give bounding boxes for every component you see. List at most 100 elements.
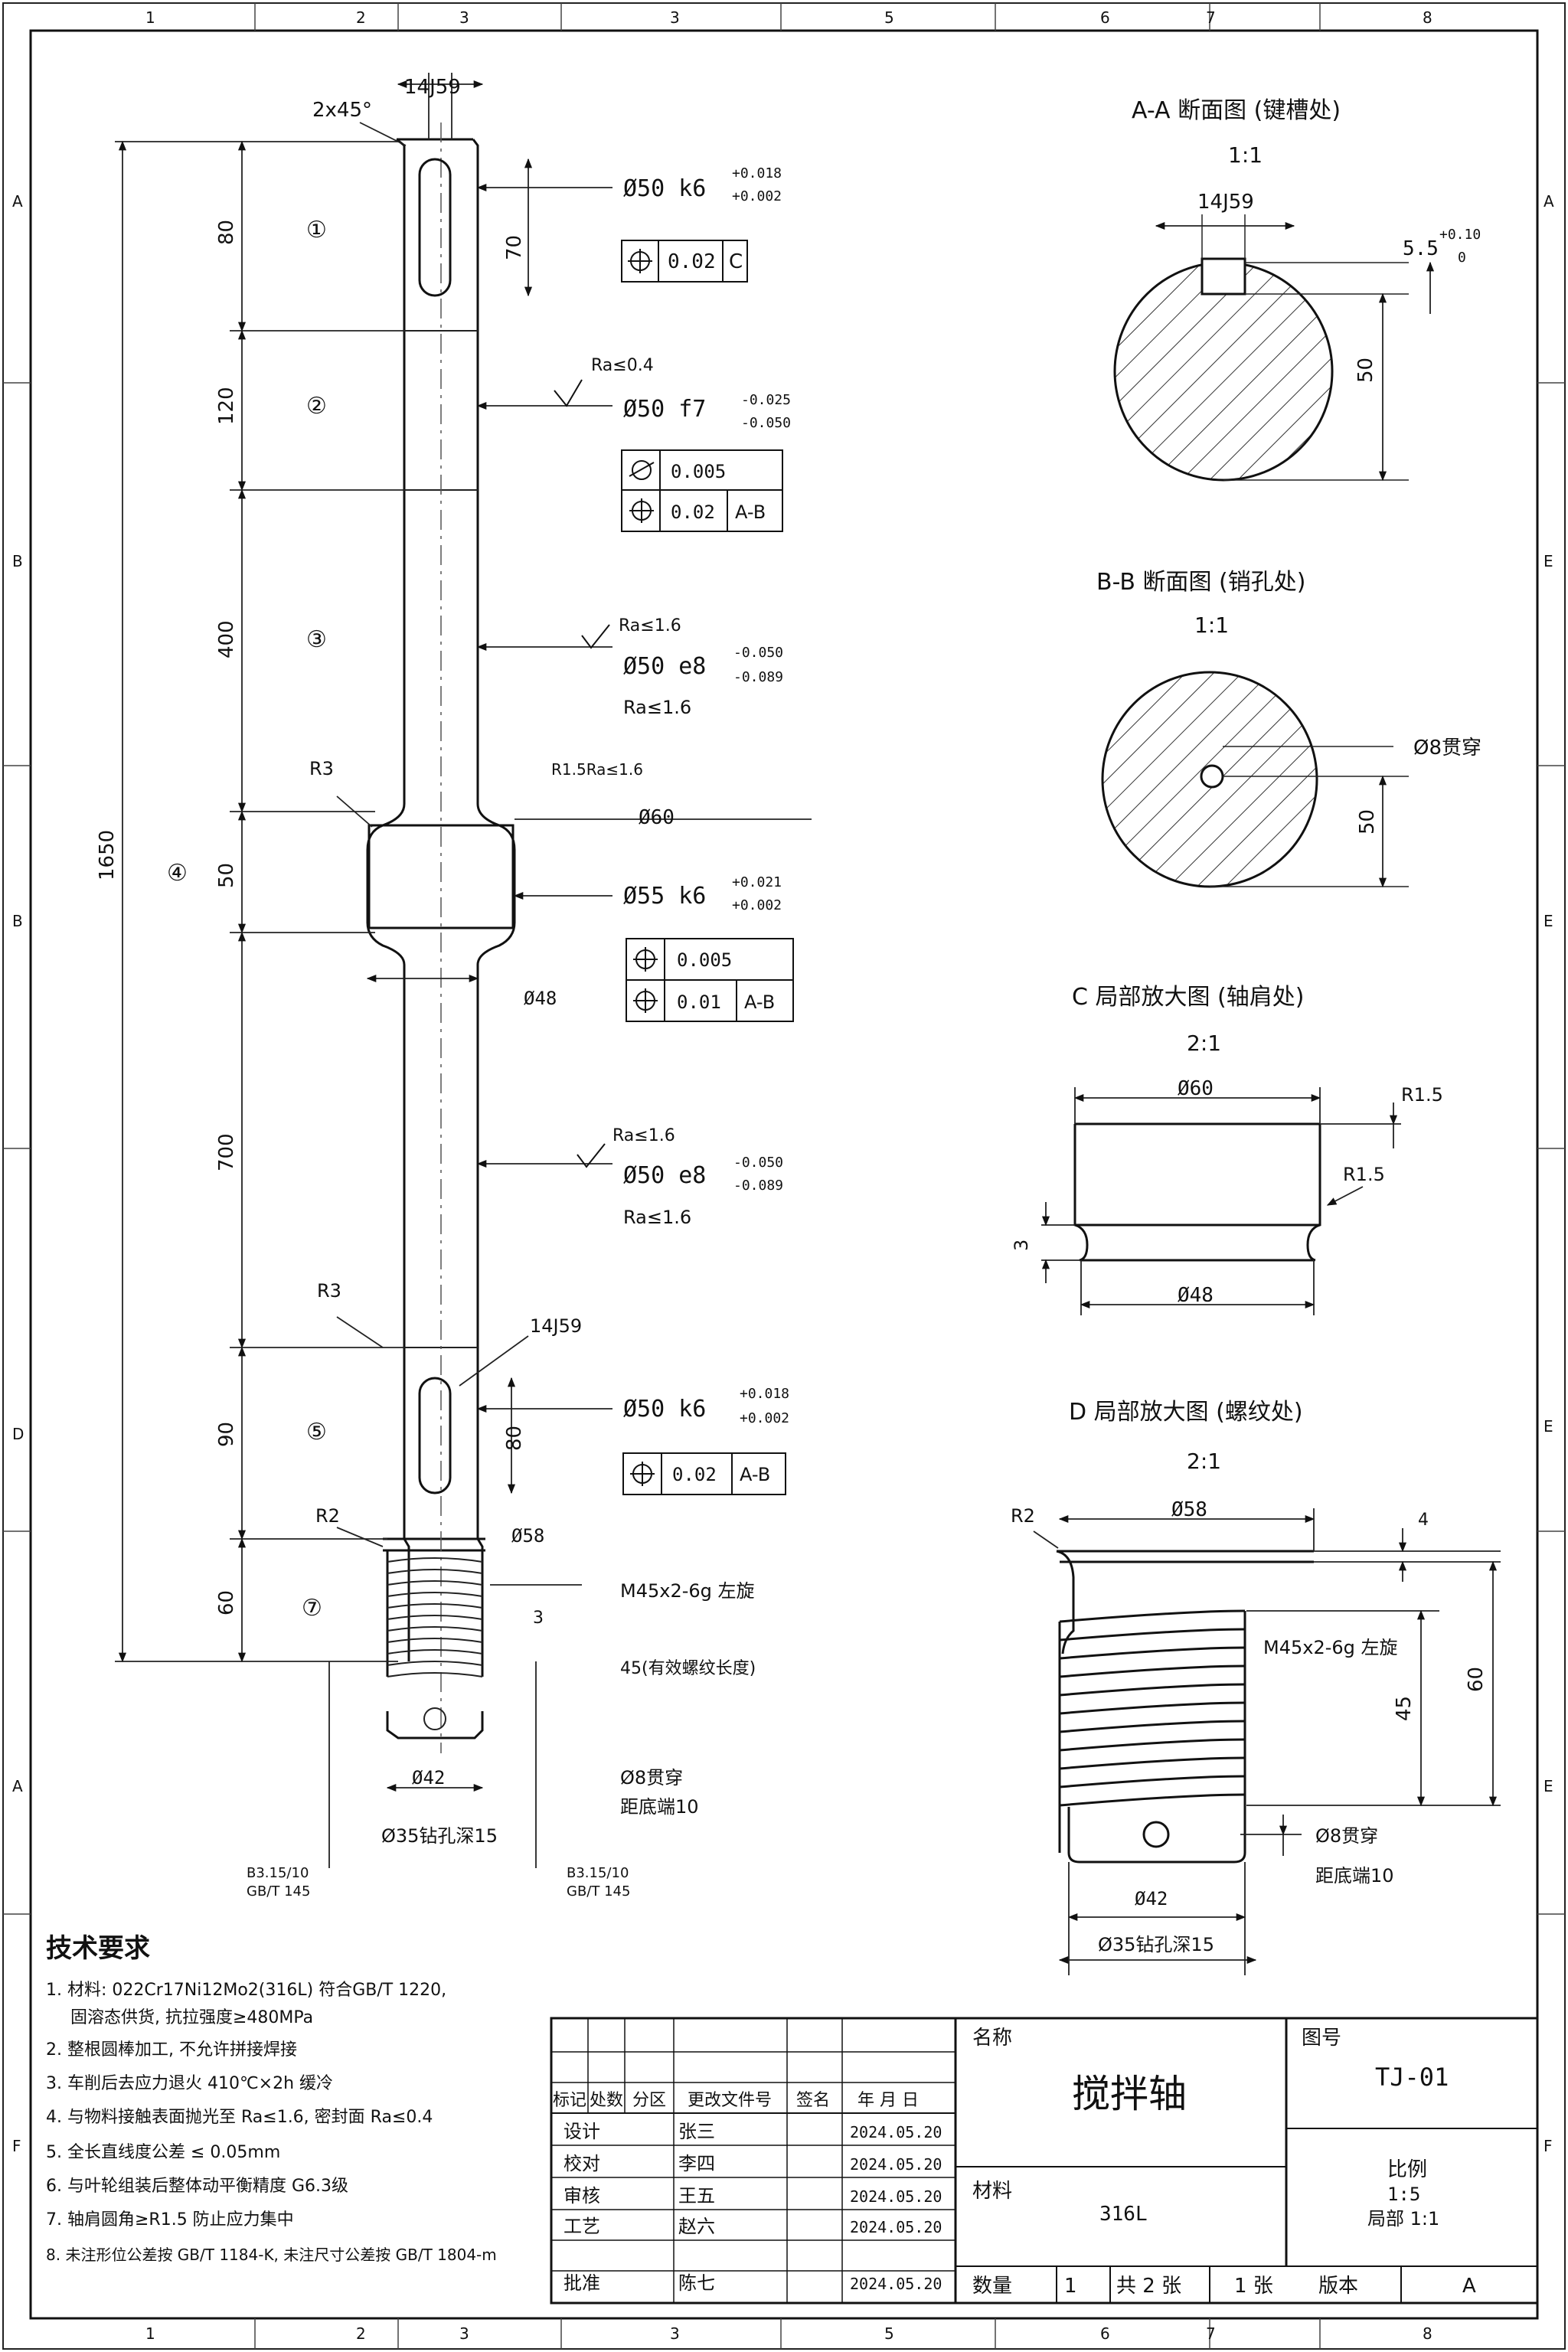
- roughness-04: Ra≤0.4: [591, 356, 654, 375]
- fit-2: Ø50 f7: [623, 396, 706, 423]
- section-aa-depth: 5.5: [1403, 237, 1439, 260]
- zone-col-2: 2: [356, 8, 366, 27]
- tb-hdr-sign: 签名: [796, 2091, 830, 2110]
- fit-1-lower: +0.002: [732, 188, 782, 204]
- fcf-1-datum: C: [729, 250, 743, 273]
- fcf-2a-tol: 0.005: [671, 461, 726, 482]
- fcf-6-datum: A-B: [740, 1464, 770, 1485]
- tb-hdr-mark: 标记: [553, 2091, 586, 2110]
- fit-3: Ø50 e8: [623, 653, 706, 680]
- center-hole-1: B3.15/10: [247, 1865, 309, 1881]
- fcf-6-tol: 0.02: [672, 1464, 717, 1485]
- tb-person-3: 王五: [678, 2185, 715, 2207]
- detail-c-dims: [1041, 1087, 1401, 1315]
- tb-person-5: 陈七: [678, 2272, 715, 2294]
- zone-row-right-2: E: [1544, 552, 1553, 570]
- tb-sheet: 1 张: [1234, 2275, 1273, 2298]
- fcf-1-tol: 0.02: [668, 250, 716, 273]
- dia-48: Ø48: [524, 988, 557, 1009]
- fit-5-lower: -0.089: [733, 1178, 783, 1194]
- zone-col-4: 3: [670, 8, 680, 27]
- tb-name: 搅拌轴: [1072, 2072, 1187, 2116]
- tb-hdr-change: 更改文件号: [688, 2091, 772, 2110]
- zone-row-right-5: E: [1544, 1777, 1553, 1795]
- detail-d-r2: R2: [1011, 1505, 1035, 1527]
- dim-80b: 80: [503, 1426, 526, 1451]
- fillet-r15-note: R1.5Ra≤1.6: [551, 760, 643, 779]
- detail-d-drawing: [1056, 1550, 1314, 1864]
- detail-c-r15a: R1.5: [1401, 1084, 1443, 1106]
- dia-58: Ø58: [511, 1525, 544, 1547]
- tb-hdr-date: 年 月 日: [858, 2091, 919, 2110]
- dim-50: 50: [215, 863, 238, 888]
- detail-c-scale: 2:1: [1187, 1031, 1221, 1056]
- fcf-6: [622, 1452, 786, 1495]
- zone-col-1b: 1: [145, 2324, 155, 2343]
- tb-date-4: 2024.05.20: [850, 2218, 942, 2236]
- dim-80: 80: [215, 220, 238, 245]
- section-bb-dia: 50: [1356, 809, 1379, 835]
- detail-d-thread: M45x2-6g 左旋: [1263, 1637, 1398, 1658]
- drill-label: Ø35钻孔深15: [381, 1825, 498, 1847]
- section-bb-title: B-B 断面图 (销孔处): [1096, 569, 1305, 596]
- detail-d-d42: Ø42: [1135, 1888, 1168, 1909]
- fit-5: Ø50 e8: [623, 1162, 706, 1189]
- tech-item-6: 6. 与叶轮组装后整体动平衡精度 G6.3级: [46, 2177, 348, 2196]
- detail-d-dims: [1033, 1508, 1501, 1975]
- dim-120: 120: [215, 387, 238, 425]
- fillet-r3-bottom: R3: [317, 1280, 341, 1302]
- fit-6: Ø50 k6: [623, 1396, 706, 1423]
- zone-row-left-1: A: [12, 192, 23, 211]
- fit-2-upper: -0.025: [741, 392, 791, 408]
- fit-1-upper: +0.018: [732, 165, 782, 181]
- fcf-4b-datum: A-B: [744, 991, 775, 1013]
- tech-heading: 技术要求: [46, 1933, 150, 1964]
- dim-70: 70: [503, 235, 526, 260]
- tb-date-1: 2024.05.20: [850, 2123, 942, 2141]
- segment-3: ③: [306, 626, 327, 653]
- segment-4: ④: [167, 860, 188, 887]
- zone-row-right-6: F: [1544, 2137, 1553, 2155]
- zone-row-left-4: D: [12, 1425, 24, 1443]
- tb-rev-label: 版本: [1318, 2275, 1358, 2298]
- detail-d-title: D 局部放大图 (螺纹处): [1069, 1399, 1303, 1426]
- segment-2: ②: [306, 393, 327, 420]
- detail-c-d48: Ø48: [1178, 1284, 1214, 1307]
- dim-3: 3: [533, 1609, 544, 1628]
- center-hole-2b: GB/T 145: [567, 1883, 630, 1900]
- zone-col-2b: 2: [356, 2324, 366, 2343]
- dim-90: 90: [215, 1422, 238, 1447]
- fit-5-upper: -0.050: [733, 1155, 783, 1171]
- detail-d-drill: Ø35钻孔深15: [1098, 1934, 1214, 1955]
- section-aa-dia: 50: [1354, 358, 1377, 383]
- keyway-top: [418, 158, 452, 297]
- fit-4-lower: +0.002: [732, 897, 782, 913]
- fit-4: Ø55 k6: [623, 883, 706, 910]
- fit-3-lower: -0.089: [733, 669, 783, 685]
- zone-ticks: [3, 3, 1565, 2349]
- title-block-header: 标记 处数 分区 更改文件号 签名 年 月 日: [553, 2091, 919, 2110]
- detail-c-title: C 局部放大图 (轴肩处): [1072, 984, 1304, 1011]
- tb-hdr-count: 处数: [590, 2091, 623, 2110]
- tech-item-3: 3. 车削后去应力退火 410℃×2h 缓冷: [46, 2074, 333, 2093]
- tb-role-4: 工艺: [564, 2216, 600, 2237]
- center-hole-1b: GB/T 145: [247, 1883, 310, 1900]
- tb-dwg: TJ-01: [1375, 2063, 1449, 2092]
- zone-col-7: 7: [1206, 8, 1216, 27]
- section-aa-depth-upper: +0.10: [1439, 227, 1481, 243]
- segment-7: ⑦: [302, 1595, 322, 1622]
- fcf-4a-tol: 0.005: [677, 949, 732, 971]
- chamfer-label: 2x45°: [312, 99, 372, 122]
- tb-person-2: 李四: [678, 2153, 715, 2174]
- thread-region: [387, 1557, 483, 1730]
- zone-col-8: 8: [1423, 8, 1432, 27]
- pin-label: Ø8贯穿: [620, 1767, 683, 1788]
- zone-row-right-3: E: [1544, 912, 1553, 930]
- zone-col-6b: 6: [1100, 2324, 1110, 2343]
- dim-400: 400: [215, 620, 238, 658]
- tech-item-2: 2. 整根圆棒加工, 不允许拼接焊接: [46, 2040, 297, 2060]
- roughness-symbols: [554, 379, 610, 1168]
- zone-col-8b: 8: [1423, 2324, 1432, 2343]
